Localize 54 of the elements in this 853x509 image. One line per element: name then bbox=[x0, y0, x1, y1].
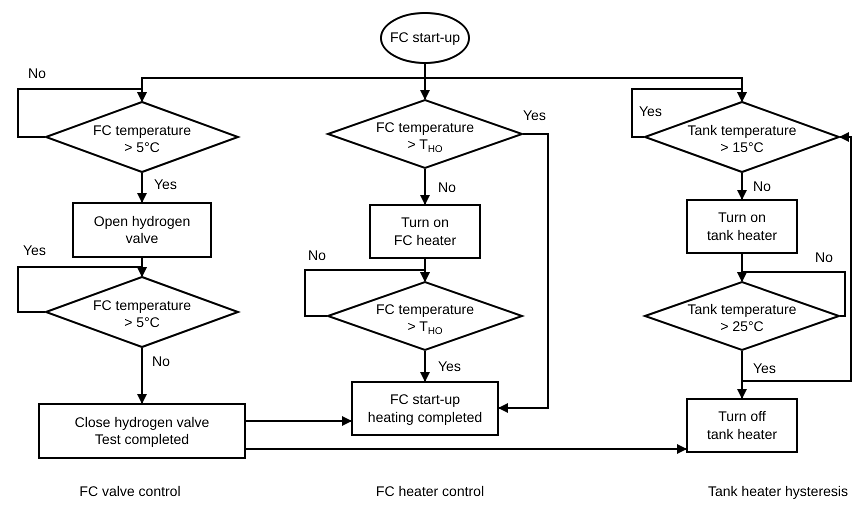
arrow bbox=[137, 173, 147, 203]
condition-text: FC temperature > T$_{HO}$ bbox=[374, 300, 476, 336]
process-box bbox=[686, 398, 798, 453]
edge-label: Yes bbox=[153, 177, 178, 192]
process-box bbox=[369, 204, 481, 259]
start-ellipse bbox=[380, 12, 470, 64]
step-text: Turn on tank heater bbox=[706, 209, 778, 244]
step-text: Close hydrogen valve Test completed bbox=[74, 414, 210, 448]
arrow bbox=[741, 132, 852, 382]
edge-label: Yes bbox=[752, 361, 777, 376]
arrow bbox=[304, 269, 430, 317]
condition-text: FC temperature > 5°C bbox=[92, 296, 192, 332]
step-text: Open hydrogen valve bbox=[92, 212, 192, 248]
arrow bbox=[17, 88, 147, 138]
process-box bbox=[38, 403, 246, 459]
decision-diamond bbox=[327, 99, 523, 169]
arrow bbox=[420, 351, 430, 382]
arrow bbox=[631, 88, 747, 138]
arrow bbox=[137, 348, 147, 404]
condition-text: Tank temperature > 15°C bbox=[686, 122, 798, 156]
process-box bbox=[351, 381, 499, 436]
process-box bbox=[72, 202, 212, 258]
edge-label: No bbox=[752, 179, 772, 194]
decision-diamond bbox=[327, 281, 523, 351]
edge-label: No bbox=[27, 66, 47, 82]
arrow bbox=[420, 169, 430, 205]
edge-label: No bbox=[814, 250, 834, 266]
edge-label: No bbox=[437, 180, 457, 196]
decision-diamond bbox=[644, 281, 840, 351]
condition-text: FC temperature > T$_{HO}$ bbox=[374, 118, 476, 154]
edge-label: No bbox=[151, 354, 171, 370]
step-text: FC start-up heating completed bbox=[366, 391, 484, 426]
edge-label: Yes bbox=[22, 243, 47, 258]
edge-label: Yes bbox=[522, 108, 547, 124]
decision-diamond bbox=[45, 276, 239, 348]
arrow bbox=[737, 173, 747, 200]
section-caption: Tank heater hysteresis bbox=[708, 483, 848, 499]
step-text: Turn on FC heater bbox=[393, 214, 457, 249]
process-box bbox=[686, 199, 798, 254]
section-caption: FC valve control bbox=[79, 483, 181, 499]
arrow bbox=[498, 133, 549, 413]
decision-diamond bbox=[45, 101, 239, 173]
section-caption: FC heater control bbox=[376, 483, 484, 499]
arrow bbox=[246, 444, 687, 454]
arrow bbox=[246, 416, 352, 426]
edge-label: No bbox=[307, 248, 327, 264]
arrow bbox=[737, 271, 846, 317]
condition-text: Tank temperature > 25°C bbox=[686, 300, 798, 336]
edge-label: Yes bbox=[638, 104, 663, 120]
step-text: Turn off tank heater bbox=[706, 408, 778, 443]
condition-text: FC temperature > 5°C bbox=[92, 122, 192, 156]
step-text: FC start-up bbox=[388, 29, 461, 47]
arrow bbox=[17, 266, 147, 313]
edge-label: Yes bbox=[437, 359, 462, 374]
